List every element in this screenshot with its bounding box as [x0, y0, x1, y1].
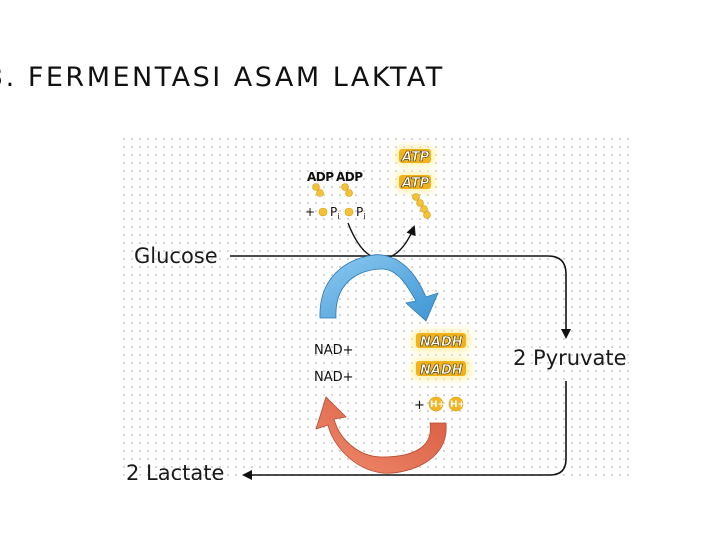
svg-text:NADH: NADH	[420, 363, 463, 378]
glucose-to-pyruvate-line	[230, 255, 571, 339]
svg-text:ATP: ATP	[401, 176, 430, 191]
fermentation-diagram: Glucose 2 Pyruvate 2 Lactate ADP ADP + P…	[126, 147, 627, 480]
adp-molecule-2	[341, 183, 353, 197]
svg-text:H+: H+	[450, 400, 465, 410]
proton-icon-2: H+	[448, 396, 465, 412]
svg-text:ATP: ATP	[401, 150, 430, 165]
pyruvate-label: 2 Pyruvate	[513, 346, 627, 370]
nad-label-2: NAD+	[314, 370, 354, 385]
lactate-label: 2 Lactate	[126, 461, 224, 480]
pi-label-1: Pi	[330, 205, 339, 221]
pyruvate-to-lactate-line	[242, 381, 567, 480]
phosphate-icon-1	[318, 207, 328, 217]
atp-badge-2: ATP	[396, 173, 434, 191]
glucose-label: Glucose	[134, 244, 218, 268]
adp-label-1: ADP	[307, 170, 334, 184]
pi-label-2: Pi	[356, 205, 365, 221]
proton-icon-1: H+	[428, 396, 445, 412]
blue-nadh-arrow	[319, 254, 439, 322]
svg-text:NADH: NADH	[420, 335, 463, 350]
diagram-panel: Glucose 2 Pyruvate 2 Lactate ADP ADP + P…	[120, 135, 632, 480]
slide-title: 3. FERMENTASI ASAM LAKTAT	[0, 62, 445, 93]
atp-badge-1: ATP	[396, 147, 434, 165]
nadh-badge-2: NADH	[412, 359, 470, 379]
red-nad-arrow	[315, 396, 447, 474]
adp-label-2: ADP	[336, 170, 363, 184]
atp-phosphate-chain	[412, 193, 431, 219]
svg-text:H+: H+	[430, 400, 445, 410]
adp-plus-sign: +	[305, 205, 315, 219]
nad-label-1: NAD+	[314, 343, 354, 358]
h-plus-sign: +	[414, 398, 425, 413]
phosphate-icon-2	[344, 207, 354, 217]
adp-molecule-1	[312, 183, 324, 197]
atp-production-arrow	[347, 222, 416, 260]
nadh-badge-1: NADH	[412, 331, 470, 351]
